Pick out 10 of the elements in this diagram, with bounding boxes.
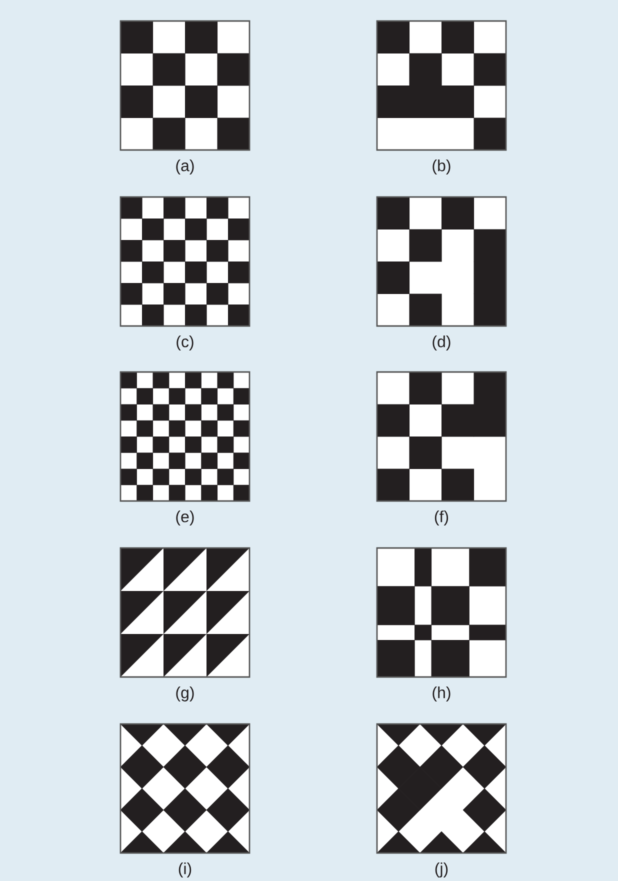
panel-label: (h) xyxy=(432,686,450,702)
panel-label: (g) xyxy=(176,686,194,702)
panel-label: (b) xyxy=(432,160,450,174)
panel-label: (a) xyxy=(176,160,194,174)
panel-label: (c) xyxy=(176,336,194,350)
panel-label: (i) xyxy=(178,862,192,878)
panel-label: (e) xyxy=(176,510,194,526)
panel-label: (j) xyxy=(435,862,448,878)
panel-label: (f) xyxy=(434,510,448,526)
panel-label: (d) xyxy=(432,336,450,350)
